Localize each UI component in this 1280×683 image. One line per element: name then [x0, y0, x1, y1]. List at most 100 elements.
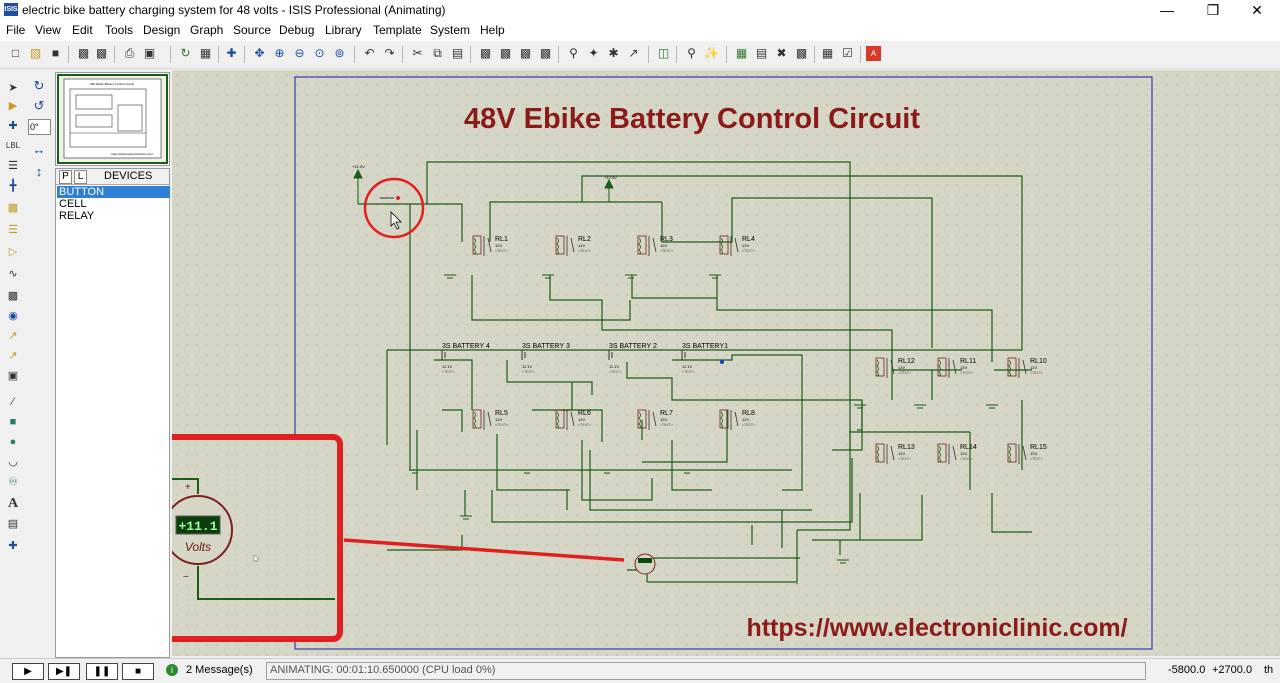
arc-icon[interactable]: ◡ — [5, 454, 21, 470]
rotate-clockwise-icon[interactable]: ↻ — [31, 78, 47, 94]
netlist-icon[interactable]: ▦ — [820, 46, 835, 61]
text-icon[interactable]: A — [5, 496, 21, 512]
library-manager-button[interactable]: L — [74, 170, 87, 184]
menu-edit[interactable]: Edit — [72, 23, 93, 37]
pick-devices-button[interactable]: P — [59, 170, 72, 184]
new-sheet-icon[interactable]: ▦ — [734, 46, 749, 61]
block-copy-icon[interactable]: ▩ — [478, 46, 493, 61]
menu-template[interactable]: Template — [373, 23, 422, 37]
menu-view[interactable]: View — [35, 23, 61, 37]
voltmeter[interactable] — [635, 554, 655, 574]
message-count[interactable]: 2 Message(s) — [186, 664, 253, 676]
bill-of-materials-icon[interactable]: ▩ — [794, 46, 809, 61]
menu-graph[interactable]: Graph — [190, 23, 223, 37]
component-icon[interactable]: ▶ — [5, 98, 21, 114]
menu-tools[interactable]: Tools — [105, 23, 133, 37]
restore-button[interactable]: ❐ — [1190, 0, 1236, 20]
grid-icon[interactable]: ▦ — [198, 46, 213, 61]
device-item-cell[interactable]: CELL — [57, 198, 170, 210]
make-device-icon[interactable]: ✦ — [586, 46, 601, 61]
overview-window[interactable]: 48V Ebike Battery Control Circuit https:… — [55, 72, 170, 166]
zoom-all-icon[interactable]: ⊙ — [312, 46, 327, 61]
device-item-relay[interactable]: RELAY — [57, 210, 170, 222]
block-move-icon[interactable]: ▩ — [498, 46, 513, 61]
origin-icon[interactable]: ✚ — [224, 46, 239, 61]
generator-icon[interactable]: ◉ — [5, 308, 21, 324]
schematic-drawing[interactable]: 48V Ebike Battery Control Circuit https:… — [172, 70, 1280, 656]
voltage-probe-icon[interactable]: ↗ — [5, 328, 21, 344]
battery-text-label: <TEXT> — [522, 370, 535, 374]
mirror-vertical-icon[interactable]: ↕ — [31, 164, 47, 180]
search-icon[interactable]: ⚲ — [684, 46, 699, 61]
step-button[interactable]: ▶❚ — [48, 663, 80, 680]
rotate-anticlockwise-icon[interactable]: ↺ — [31, 98, 47, 114]
electrical-check-icon[interactable]: ☑ — [840, 46, 855, 61]
path-icon[interactable]: ♾ — [5, 474, 21, 490]
goto-sheet-icon[interactable]: ✖ — [774, 46, 789, 61]
circle-icon[interactable]: ● — [5, 434, 21, 450]
device-pin-icon[interactable]: ▷ — [5, 244, 21, 260]
remove-sheet-icon[interactable]: ▤ — [754, 46, 769, 61]
schematic-canvas[interactable]: 48V Ebike Battery Control Circuit https:… — [172, 70, 1280, 656]
current-probe-icon[interactable]: ↗ — [5, 348, 21, 364]
minimize-button[interactable]: — — [1144, 0, 1190, 20]
block-delete-icon[interactable]: ▩ — [538, 46, 553, 61]
toolbar-separator — [170, 46, 171, 63]
marker-icon[interactable]: ✚ — [5, 538, 21, 554]
cut-icon[interactable]: ✂ — [410, 46, 425, 61]
zoom-out-icon[interactable]: ⊖ — [292, 46, 307, 61]
wire-label-icon[interactable]: LBL — [5, 138, 21, 154]
save-icon[interactable]: ■ — [48, 46, 63, 61]
ares-icon[interactable]: A — [866, 46, 881, 61]
print-icon[interactable]: ⎙ — [122, 46, 137, 61]
symbol-icon[interactable]: ▤ — [5, 516, 21, 532]
pick-device-icon[interactable]: ⚲ — [566, 46, 581, 61]
toolbar-separator — [860, 46, 861, 63]
open-folder-icon[interactable]: ▧ — [28, 46, 43, 61]
graph-icon[interactable]: ∿ — [5, 266, 21, 282]
copy-icon[interactable]: ⧉ — [430, 46, 445, 61]
new-file-icon[interactable]: □ — [8, 46, 23, 61]
box-icon[interactable]: ■ — [5, 414, 21, 430]
device-item-button[interactable]: BUTTON — [57, 186, 170, 198]
play-button[interactable]: ▶ — [12, 663, 44, 680]
menu-file[interactable]: File — [6, 23, 25, 37]
line-icon[interactable]: ∕ — [5, 394, 21, 410]
subcircuit-icon[interactable]: ▩ — [5, 200, 21, 216]
menu-help[interactable]: Help — [480, 23, 505, 37]
junction-icon[interactable]: ✚ — [5, 118, 21, 134]
text-script-icon[interactable]: ☰ — [5, 158, 21, 174]
schematic-title: 48V Ebike Battery Control Circuit — [464, 103, 920, 135]
menu-design[interactable]: Design — [143, 23, 180, 37]
menu-library[interactable]: Library — [325, 23, 362, 37]
undo-icon[interactable]: ↶ — [362, 46, 377, 61]
packaging-icon[interactable]: ✱ — [606, 46, 621, 61]
terminal-icon[interactable]: ☰ — [5, 222, 21, 238]
rotation-angle-input[interactable]: 0° — [28, 119, 51, 135]
bus-icon[interactable]: ╋ — [5, 178, 21, 194]
property-tool-icon[interactable]: ✨ — [704, 46, 719, 61]
zoom-in-icon[interactable]: ⊕ — [272, 46, 287, 61]
export-icon[interactable]: ▩ — [94, 46, 109, 61]
block-rotate-icon[interactable]: ▩ — [518, 46, 533, 61]
virtual-instrument-icon[interactable]: ▣ — [5, 368, 21, 384]
paste-icon[interactable]: ▤ — [450, 46, 465, 61]
select-icon[interactable]: ➤ — [5, 80, 21, 96]
redo-icon[interactable]: ↷ — [382, 46, 397, 61]
stop-button[interactable]: ■ — [122, 663, 154, 680]
wire-autoroute-icon[interactable]: ◫ — [656, 46, 671, 61]
menu-debug[interactable]: Debug — [279, 23, 314, 37]
menu-system[interactable]: System — [430, 23, 470, 37]
pan-icon[interactable]: ✥ — [252, 46, 267, 61]
pause-button[interactable]: ❚❚ — [86, 663, 118, 680]
menu-source[interactable]: Source — [233, 23, 271, 37]
refresh-icon[interactable]: ↻ — [178, 46, 193, 61]
close-button[interactable]: ✕ — [1234, 0, 1280, 20]
import-icon[interactable]: ▩ — [76, 46, 91, 61]
zoom-area-icon[interactable]: ⊚ — [332, 46, 347, 61]
tape-icon[interactable]: ▩ — [5, 288, 21, 304]
decompose-icon[interactable]: ↗ — [626, 46, 641, 61]
print-setup-icon[interactable]: ▣ — [142, 46, 157, 61]
mirror-horizontal-icon[interactable]: ↔ — [31, 142, 47, 158]
battery-text-label: <TEXT> — [609, 370, 622, 374]
